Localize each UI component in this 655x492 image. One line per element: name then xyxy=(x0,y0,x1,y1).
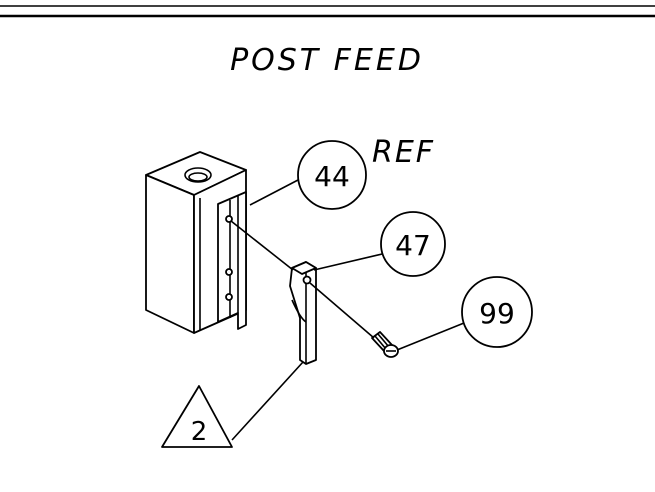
callout-99: 99 xyxy=(396,276,533,351)
note-triangle-text: 2 xyxy=(191,417,208,447)
feed-pawl xyxy=(289,261,317,365)
screw xyxy=(371,331,399,358)
post-feed-block xyxy=(145,151,247,334)
ref-label: REF xyxy=(372,135,435,170)
callout-44-text: 44 xyxy=(314,160,350,193)
assembly-lines xyxy=(230,220,375,339)
drawing-title: POST FEED xyxy=(230,43,424,78)
callout-47: 47 xyxy=(313,211,446,277)
callout-99-text: 99 xyxy=(479,297,515,330)
callout-44: 44 xyxy=(249,140,367,210)
note-triangle: 2 xyxy=(161,361,304,448)
top-border xyxy=(0,5,655,18)
callout-47-text: 47 xyxy=(395,229,431,262)
